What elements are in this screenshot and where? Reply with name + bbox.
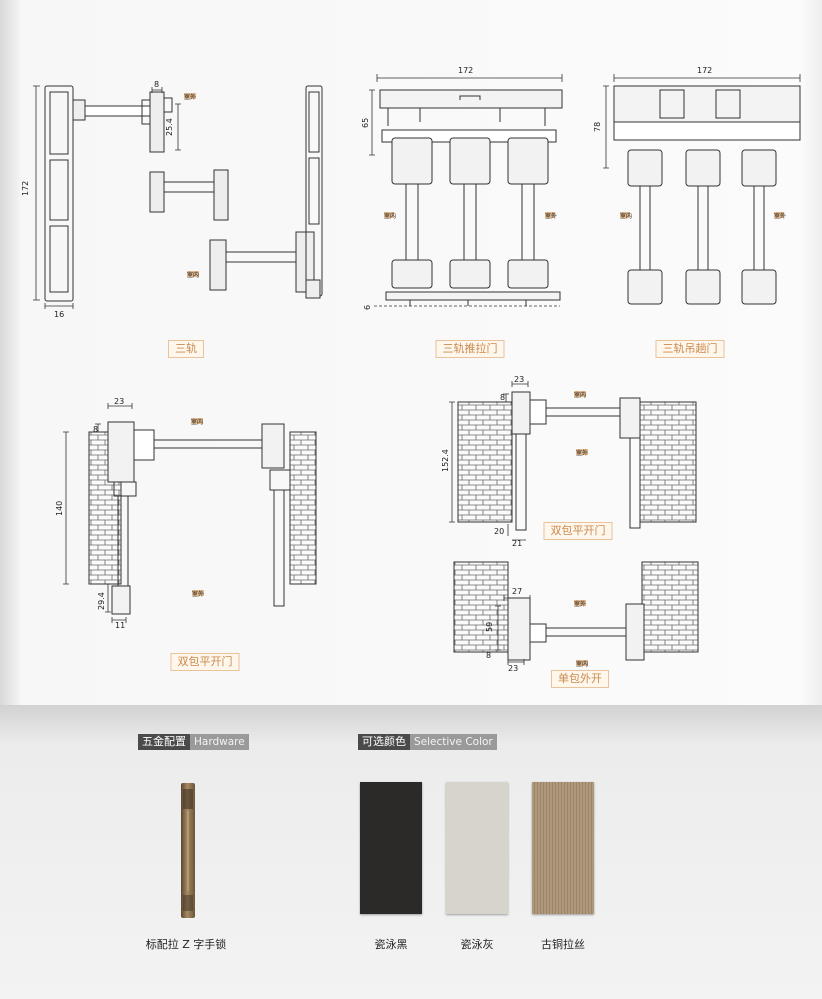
dim-hanging-height: 78 (593, 122, 602, 132)
dim-three-track-width: 16 (54, 310, 64, 319)
hardware-item-label: 标配拉 Z 字手锁 (145, 938, 227, 951)
dim-single-out-top: 27 (512, 587, 522, 596)
caption-three-track-hanging: 三轨吊趟门 (655, 340, 725, 358)
dim-double-open-top: 23 (514, 375, 524, 384)
color-heading: 可选颜色 Selective Color (358, 734, 497, 750)
dim-double-open-flange: 8 (500, 393, 505, 402)
dim-double-flat-bottom: 29.4 (97, 592, 106, 610)
side-label-in: 室内 (574, 391, 586, 399)
dim-double-flat-top: 23 (114, 397, 124, 406)
dim-double-flat-foot: 11 (115, 621, 125, 630)
diagram-double-open (449, 381, 697, 541)
caption-single-out: 单包外开 (551, 670, 609, 688)
dim-double-open-bottom-a: 20 (494, 527, 504, 536)
dim-sliding-width: 172 (458, 66, 473, 75)
side-label-in: 室内 (187, 271, 199, 279)
side-label-out: 室外 (192, 590, 204, 598)
hardware-title-en: Hardware (190, 734, 249, 750)
dim-hanging-width: 172 (697, 66, 712, 75)
dim-three-track-flange: 8 (154, 80, 159, 89)
dim-three-track-step: 25.4 (165, 118, 174, 136)
caption-double-flat: 双包平开门 (170, 653, 240, 671)
side-label-out: 室外 (545, 212, 557, 220)
caption-double-open: 双包平开门 (543, 522, 613, 540)
diagram-double-flat (63, 403, 317, 623)
dim-double-flat-flange: 8 (93, 425, 98, 434)
color-swatch[interactable] (360, 782, 422, 914)
side-label-in: 室内 (384, 212, 396, 220)
caption-three-track-sliding: 三轨推拉门 (435, 340, 505, 358)
color-swatch-label: 瓷泳灰 (460, 938, 494, 951)
side-label-in: 室内 (576, 660, 588, 668)
side-label-in: 室内 (191, 418, 203, 426)
color-swatch[interactable] (446, 782, 508, 914)
side-label-in: 室内 (620, 212, 632, 220)
color-swatch[interactable] (532, 782, 594, 914)
dim-double-open-bottom-b: 21 (512, 539, 522, 548)
dim-sliding-height: 65 (361, 118, 370, 128)
dim-single-out-flange: 8 (486, 651, 491, 660)
side-label-out: 室外 (576, 449, 588, 457)
diagram-three-track-hanging (603, 74, 801, 305)
dim-double-flat-height: 140 (55, 501, 64, 516)
color-swatch-label: 瓷泳黑 (374, 938, 408, 951)
diagram-three-track (33, 85, 323, 309)
dim-sliding-bottom: 6 (363, 305, 372, 310)
color-title-en: Selective Color (410, 734, 497, 750)
diagram-three-track-sliding (369, 74, 563, 307)
hardware-heading: 五金配置 Hardware (138, 734, 249, 750)
color-title-cn: 可选颜色 (358, 734, 410, 750)
diagram-single-out (453, 561, 699, 666)
profile-drawings: 172 8 25.4 16 室外 室内 172 65 6 室内 室外 172 7… (21, 66, 801, 673)
z-handle-lock-image (181, 783, 195, 918)
dim-single-out-bottom: 23 (508, 664, 518, 673)
dim-single-out-step: 59 (485, 622, 494, 632)
side-label-out: 室外 (774, 212, 786, 220)
dim-three-track-height: 172 (21, 181, 30, 196)
dim-double-open-height: 152.4 (441, 449, 450, 472)
hardware-title-cn: 五金配置 (138, 734, 190, 750)
color-swatch-label: 古铜拉丝 (541, 938, 585, 951)
side-label-out: 室外 (184, 93, 196, 101)
side-label-out: 室外 (574, 600, 586, 608)
caption-three-track: 三轨 (168, 340, 204, 358)
